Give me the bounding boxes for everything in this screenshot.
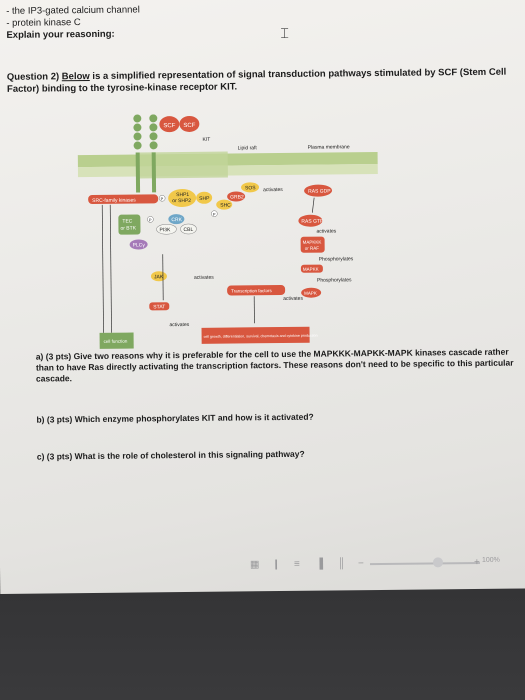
ras-gtp-node [298, 214, 323, 227]
phosphate-marker-1 [158, 195, 166, 202]
mapkkk-node [300, 236, 325, 253]
mapk-label: MAPK [304, 291, 317, 296]
activates-label-1: activates [263, 187, 283, 193]
scf-ligand-2 [179, 115, 200, 132]
plasma-membrane-label: Plasma membrane [308, 144, 350, 150]
phosphate-marker-3 [211, 210, 218, 217]
sos-label: SOS [245, 185, 256, 191]
pages-icon[interactable]: ❙ [271, 559, 281, 571]
ras-gdp-node [304, 184, 333, 197]
shp1-label: SHP1 [176, 192, 189, 198]
grid-view-icon[interactable]: ▦ [249, 559, 260, 571]
phosphate-label-3: P [213, 212, 216, 217]
jak-label: JAK [154, 274, 164, 280]
mapkk-label: MAPKK [303, 267, 319, 272]
question-b: b) (3 pts) Which enzyme phosphorylates K… [36, 411, 314, 425]
phosphorylates-label-1: Phosphorylates [319, 256, 354, 262]
activates-label-3: activates [194, 275, 214, 281]
zoom-out-icon[interactable]: − [357, 558, 364, 570]
or-shp2-label: or SHP2 [172, 198, 191, 204]
transcription-factors-node [227, 285, 286, 296]
activates-label-2: activates [316, 228, 336, 234]
src-label: SRC-family kinases [92, 198, 136, 204]
phosphate-label-2: P [149, 217, 152, 222]
arrow-left-1 [101, 204, 104, 333]
phosphate-label-1: P [161, 196, 164, 201]
scf-label-2: SCF [183, 123, 195, 129]
stat-node [149, 302, 170, 311]
pi3k-node [156, 223, 177, 235]
outcomes-label: cell growth, differentiation, survival, … [204, 334, 318, 339]
question-2-label: Question 2) [6, 71, 60, 83]
ras-gtp-label: RAS GTP [301, 219, 324, 225]
kit-label: KIT [203, 137, 211, 143]
shp-label: SHP [199, 196, 210, 202]
tec-label: TEC [122, 219, 132, 225]
tec-node [118, 214, 141, 235]
activates-label-4: activates [169, 322, 189, 328]
plcg-label: PLCγ [133, 242, 146, 248]
arrow-ras [311, 197, 315, 213]
activates-label-5: activates [283, 296, 303, 302]
zoom-slider-knob[interactable] [432, 557, 444, 568]
header-line-3: Explain your reasoning: [6, 28, 115, 41]
mapkk-node [300, 264, 323, 273]
shc-label: SHC [220, 203, 231, 209]
question-2: Question 2) Below is a simplified repres… [7, 67, 512, 96]
cell-function-label: cell function [104, 339, 128, 344]
cell-function-box [99, 332, 134, 349]
question-c: c) (3 pts) What is the role of cholester… [36, 448, 305, 462]
arrow-left-2 [109, 204, 112, 333]
mapkkk-label: MAPKKK [303, 240, 322, 245]
scf-label-1: SCF [163, 123, 175, 129]
crk-label: CRK [171, 217, 182, 223]
kit-receptor [133, 114, 158, 193]
header-line-2: - protein kinase C [6, 17, 81, 29]
grb2-node [227, 191, 246, 202]
outcomes-box [201, 326, 310, 344]
signaling-pathway-diagram: SCF SCF KIT Lipid raft Plasma membrane S… [77, 114, 378, 349]
question-2-below: Below [61, 71, 90, 83]
sos-node [241, 182, 260, 193]
mapk-node [301, 287, 322, 298]
list-view-icon[interactable]: ≡ [293, 558, 300, 570]
scf-ligand-1 [159, 116, 180, 133]
or-raf-label: or RAF [305, 246, 320, 251]
lipid-raft-label: Lipid raft [238, 145, 258, 151]
document-screen: - the IP3-gated calcium channel - protei… [0, 0, 525, 594]
grb2-label: GRB2 [230, 194, 244, 200]
or-btk-label: or BTK [120, 226, 136, 232]
lipid-raft [137, 151, 228, 179]
text-cursor-icon: ⌶ [280, 24, 289, 42]
pi3k-label: PI3K [159, 227, 171, 233]
sidebar-icon[interactable]: ▐ [315, 558, 324, 570]
ras-gdp-label: RAS GDP [308, 188, 331, 194]
transcription-label: Transcription factors [231, 288, 272, 293]
shp1-node [168, 189, 197, 208]
crk-node [168, 214, 185, 225]
plcg-node [129, 239, 148, 250]
zoom-level: 100% [481, 556, 500, 564]
cbl-label: CBL [183, 227, 193, 233]
src-family-kinases [88, 194, 159, 204]
viewer-toolbar: ▦ ❙ ≡ ▐ ║ − + 100% [250, 554, 525, 573]
header-line-1: - the IP3-gated calcium channel [6, 4, 140, 17]
question-a: a) (3 pts) Give two reasons why it is pr… [35, 346, 514, 384]
shc-node [216, 199, 233, 210]
phosphate-marker-2 [147, 216, 154, 223]
stat-label: STAT [153, 304, 165, 310]
column-view-icon[interactable]: ║ [337, 558, 346, 570]
zoom-slider-track[interactable] [369, 561, 480, 566]
cbl-node [180, 223, 197, 235]
zoom-in-icon[interactable]: + [473, 556, 480, 569]
phosphorylates-label-2: Phosphorylates [317, 277, 352, 283]
shp-node [196, 191, 213, 204]
